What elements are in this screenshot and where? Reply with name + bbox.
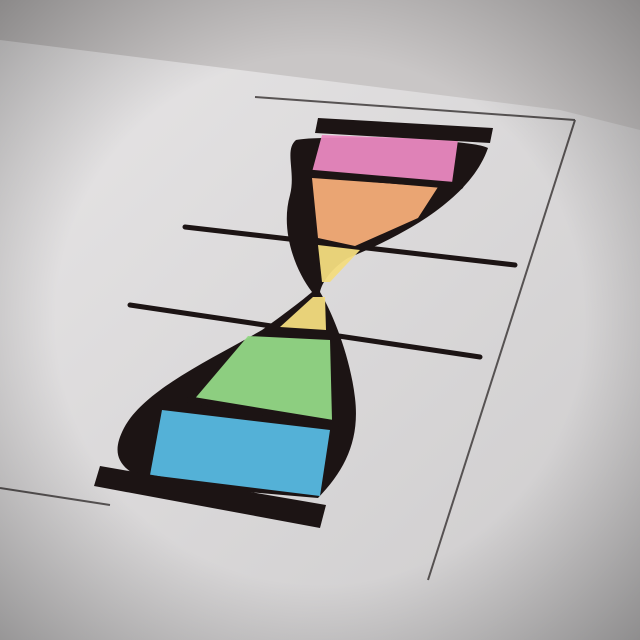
- photo-vignette: [0, 0, 640, 640]
- photo-scene: [0, 0, 640, 640]
